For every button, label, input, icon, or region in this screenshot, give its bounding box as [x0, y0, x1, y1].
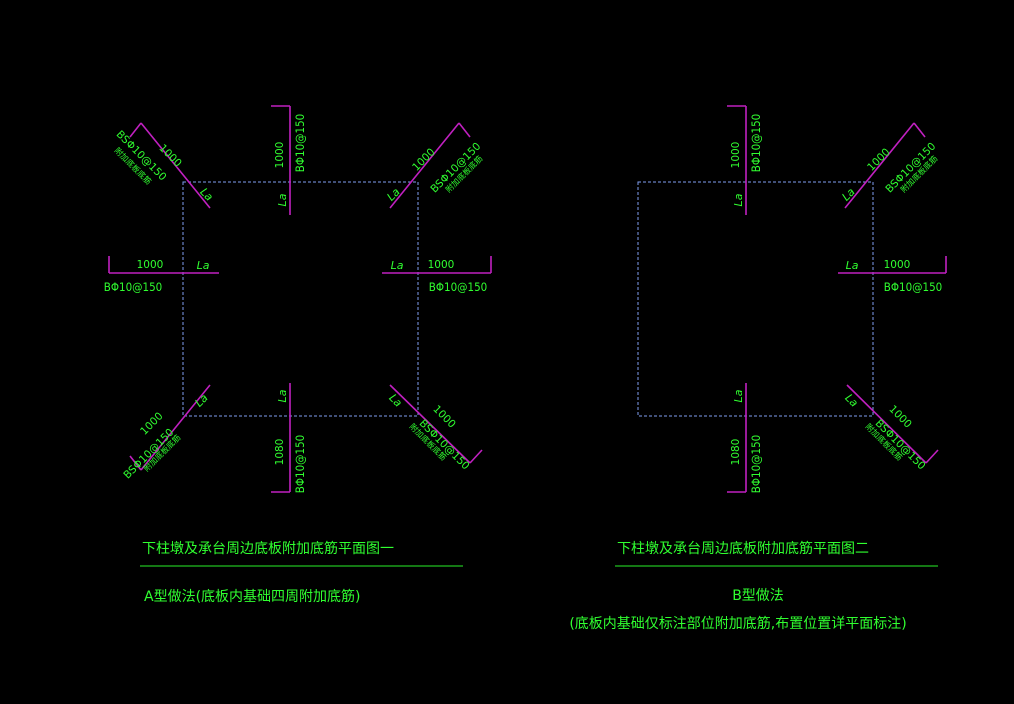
rebar-label: BΦ10@150	[104, 280, 163, 294]
len-label: 1000	[274, 142, 286, 169]
rebar-diag-br-1: La 1000 BSΦ10@150 附加底板底筋	[386, 384, 483, 472]
rebar-bottom-2: La 1080 BΦ10@150	[727, 383, 763, 493]
len-label: 1000	[865, 146, 892, 173]
column-outline-2	[637, 181, 874, 417]
rebar-label: BΦ10@150	[429, 280, 488, 294]
len-label: 1000	[428, 259, 455, 271]
la-label: La	[276, 193, 289, 206]
len-label: 1080	[730, 439, 742, 466]
rebar-bottom-1: La 1080 BΦ10@150	[271, 383, 307, 493]
rebar-label: BΦ10@150	[749, 435, 763, 494]
la-label: La	[846, 259, 859, 272]
rebar-diag-bl-1: La 1000 BSΦ10@150 附加底板底筋	[121, 384, 211, 481]
figure-1: 1000 BΦ10@150 La La 1080 BΦ10@150 1000 L…	[104, 105, 492, 605]
rebar-label: BΦ10@150	[749, 114, 763, 173]
figure-2-title: 下柱墩及承台周边底板附加底筋平面图二	[617, 540, 869, 557]
rebar-diag-tr-1: La 1000 BSΦ10@150 附加底板底筋	[384, 122, 484, 209]
rebar-label: BΦ10@150	[884, 280, 943, 294]
len-label: 1000	[410, 146, 437, 173]
rebar-label: BΦ10@150	[293, 114, 307, 173]
rebar-diag-br-2: La 1000 BSΦ10@150 附加底板底筋	[842, 384, 939, 472]
la-label: La	[732, 193, 745, 206]
la-label: La	[192, 391, 210, 409]
figure-1-title: 下柱墩及承台周边底板附加底筋平面图一	[142, 540, 394, 557]
column-outline-1	[182, 181, 419, 417]
figure-2-subtitle-2: (底板内基础仅标注部位附加底筋,布置位置详平面标注)	[569, 615, 906, 632]
figure-2: 1000 BΦ10@150 La La 1080 BΦ10@150 La 100…	[569, 105, 947, 632]
la-label: La	[842, 391, 860, 409]
rebar-right-1: La 1000 BΦ10@150	[382, 256, 492, 294]
la-label: La	[197, 259, 210, 272]
figure-2-subtitle: B型做法	[732, 588, 784, 604]
len-label: 1080	[274, 439, 286, 466]
rebar-diag-tr-2: La 1000 BSΦ10@150 附加底板底筋	[839, 122, 939, 209]
la-label: La	[384, 185, 402, 203]
la-label: La	[386, 391, 404, 409]
la-label: La	[197, 185, 215, 203]
rebar-top-2: 1000 BΦ10@150 La	[727, 105, 763, 215]
rebar-top-1: 1000 BΦ10@150 La	[271, 105, 307, 215]
len-label: 1000	[884, 259, 911, 271]
rebar-label: BΦ10@150	[293, 435, 307, 494]
rebar-left-1: 1000 La BΦ10@150	[104, 256, 219, 294]
la-label: La	[391, 259, 404, 272]
rebar-right-2: La 1000 BΦ10@150	[838, 256, 947, 294]
len-label: 1000	[137, 259, 164, 271]
len-label: 1000	[730, 142, 742, 169]
rebar-diag-tl-1: 1000 La BSΦ10@150 附加底板底筋	[113, 122, 216, 209]
figure-1-subtitle: A型做法(底板内基础四周附加底筋)	[144, 588, 361, 605]
la-label: La	[732, 389, 745, 402]
la-label: La	[839, 185, 857, 203]
la-label: La	[276, 389, 289, 402]
